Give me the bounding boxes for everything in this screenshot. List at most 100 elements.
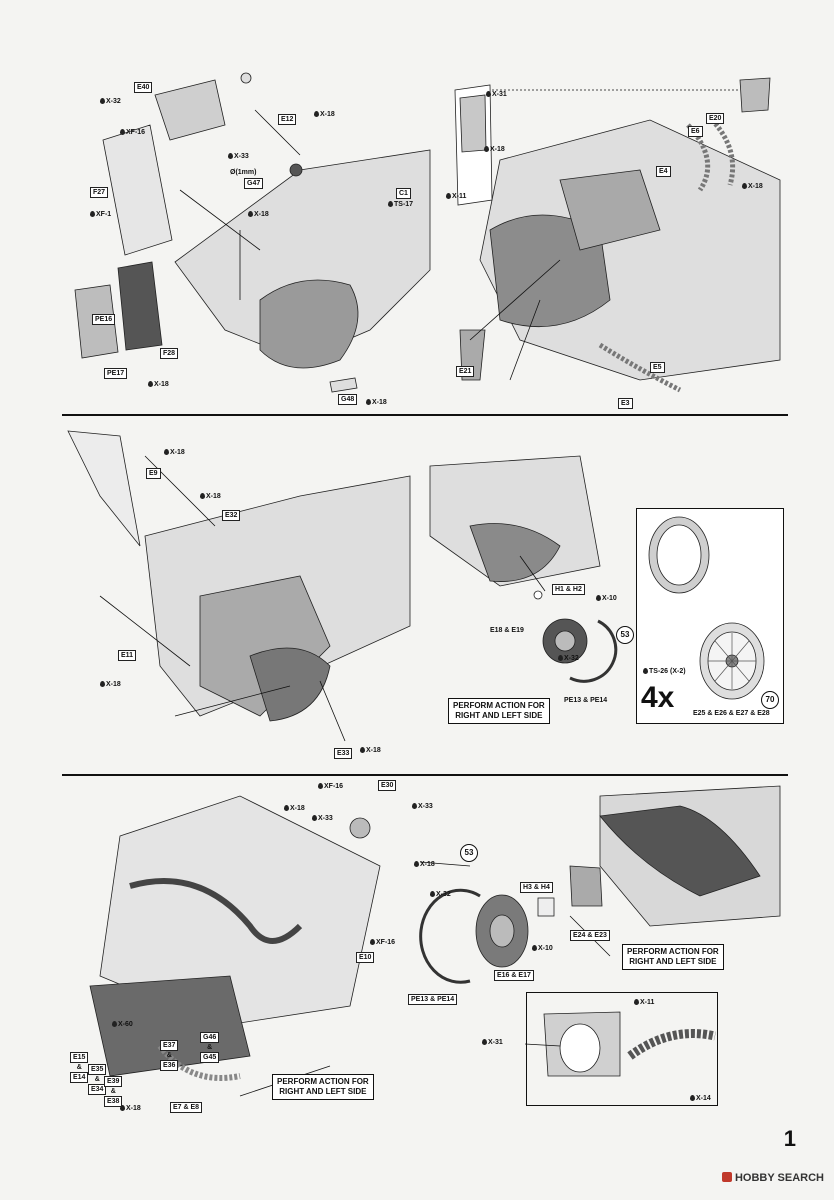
part-e37: E37 xyxy=(160,1040,179,1051)
glue-x18-d: X-18 xyxy=(366,398,387,407)
parts-e35-e34: E35 & E34 xyxy=(88,1064,107,1095)
amp: & xyxy=(76,1064,82,1071)
glue-x10: X-10 xyxy=(532,944,553,953)
part-g48: G48 xyxy=(338,394,358,405)
step-ref-53: 53 xyxy=(616,626,634,644)
part-wheels: E25 & E26 & E27 & E28 xyxy=(693,710,770,717)
part-e6: E6 xyxy=(688,126,703,137)
part-e4: E4 xyxy=(656,166,671,177)
amp: & xyxy=(166,1052,172,1059)
glue-drop-icon xyxy=(532,945,537,951)
step-2-drawing xyxy=(67,430,618,742)
glue-drop-icon xyxy=(412,803,417,809)
glue-x31: X-31 xyxy=(482,1038,503,1047)
part-e5: E5 xyxy=(650,362,665,373)
glue-drop-icon xyxy=(248,211,253,217)
part-e18-e19: E18 & E19 xyxy=(490,627,524,634)
parts-g46-g45: G46 & G45 xyxy=(200,1032,220,1063)
glue-x11: X-11 xyxy=(634,998,654,1007)
step-3-drawing xyxy=(89,785,781,1097)
part-e11: E11 xyxy=(118,650,137,661)
part-g46: G46 xyxy=(200,1032,220,1043)
part-e32: E32 xyxy=(222,510,241,521)
part-c1: C1 xyxy=(396,188,411,199)
part-e7-e8: E7 & E8 xyxy=(170,1102,203,1113)
step-3-panel: XF-16 E30 X-18 X-33 X-33 X-18 XF-16 E10 … xyxy=(0,776,834,1136)
glue-drop-icon xyxy=(430,891,435,897)
part-f28: F28 xyxy=(160,348,179,359)
glue-drop-icon xyxy=(112,1021,117,1027)
glue-x33-a: X-33 xyxy=(312,814,333,823)
glue-drop-icon xyxy=(312,815,317,821)
glue-xf16-b: XF-16 xyxy=(370,938,395,947)
glue-drop-icon xyxy=(558,655,563,661)
glue-drop-icon xyxy=(164,449,169,455)
part-e16-e17: E16 & E17 xyxy=(494,970,534,981)
glue-x18-a: X-18 xyxy=(314,110,335,119)
glue-drop-icon xyxy=(200,493,205,499)
amp: & xyxy=(94,1076,100,1083)
part-e35: E35 xyxy=(88,1064,107,1075)
part-e15: E15 xyxy=(70,1052,89,1063)
part-h1-h2: H1 & H2 xyxy=(552,584,585,595)
parts-e37-e36: E37 & E36 xyxy=(160,1040,179,1071)
glue-drop-icon xyxy=(643,668,648,674)
wheel-detail-box: TS-26 (X-2) 4x 70 E25 & E26 & E27 & E28 xyxy=(636,508,784,724)
part-e30: E30 xyxy=(378,780,397,791)
glue-drop-icon xyxy=(414,861,419,867)
part-e34: E34 xyxy=(88,1084,107,1095)
part-g47: G47 xyxy=(244,178,264,189)
glue-x60: X-60 xyxy=(112,1020,133,1029)
glue-drop-icon xyxy=(148,381,153,387)
glue-xf16-a: XF-16 xyxy=(318,782,343,791)
step-2-panel: E9 X-18 X-18 E32 E11 X-18 E33 X-18 H1 & … xyxy=(0,416,834,772)
glue-drop-icon xyxy=(388,201,393,207)
part-e14: E14 xyxy=(70,1072,89,1083)
glue-x18-b: X-18 xyxy=(248,210,269,219)
part-pe13-pe14: PE13 & PE14 xyxy=(408,994,458,1005)
part-h3-h4: H3 & H4 xyxy=(520,882,553,893)
glue-x10: X-10 xyxy=(596,594,617,603)
glue-x18-b: X-18 xyxy=(414,860,435,869)
glue-drop-icon xyxy=(318,783,323,789)
glue-drop-icon xyxy=(120,1105,125,1111)
glue-drop-icon xyxy=(100,681,105,687)
glue-x33: X-33 xyxy=(228,152,249,161)
glue-x31: X-31 xyxy=(486,90,507,99)
glue-drop-icon xyxy=(596,595,601,601)
glue-x18-b: X-18 xyxy=(200,492,221,501)
glue-ts17: TS-17 xyxy=(388,200,413,209)
step-1-panel: E40 X-32 XF-16 E12 X-18 X-33 Ø(1mm) G47 … xyxy=(0,0,834,412)
section-divider xyxy=(62,774,788,776)
glue-x18-c: X-18 xyxy=(100,680,121,689)
glue-x18-c: X-18 xyxy=(148,380,169,389)
glue-drop-icon xyxy=(120,129,125,135)
watermark: HOBBY SEARCH xyxy=(721,1172,824,1184)
glue-drop-icon xyxy=(90,211,95,217)
part-pe17: PE17 xyxy=(104,368,128,379)
page-number: 1 xyxy=(783,1126,796,1151)
glue-x18-d: X-18 xyxy=(360,746,381,755)
part-e12: E12 xyxy=(278,114,297,125)
glue-x32: X-32 xyxy=(430,890,451,899)
hobby-search-logo-icon xyxy=(721,1172,732,1182)
step-ref-53: 53 xyxy=(460,844,478,862)
part-e39: E39 xyxy=(104,1076,123,1087)
glue-drop-icon xyxy=(370,939,375,945)
glue-drop-icon xyxy=(360,747,365,753)
glue-drop-icon xyxy=(690,1095,695,1101)
part-e21: E21 xyxy=(456,366,475,377)
part-e20: E20 xyxy=(706,113,725,124)
glue-drop-icon xyxy=(100,98,105,104)
glue-x18-e: X-18 xyxy=(484,145,505,154)
glue-drop-icon xyxy=(446,193,451,199)
glue-x14: X-14 xyxy=(690,1094,711,1103)
amp: & xyxy=(207,1044,213,1051)
glue-drop-icon xyxy=(228,153,233,159)
glue-xf1: XF-1 xyxy=(90,210,111,219)
parts-e39-e38: E39 & E38 xyxy=(104,1076,123,1107)
parts-e15-e14: E15 & E14 xyxy=(70,1052,89,1083)
